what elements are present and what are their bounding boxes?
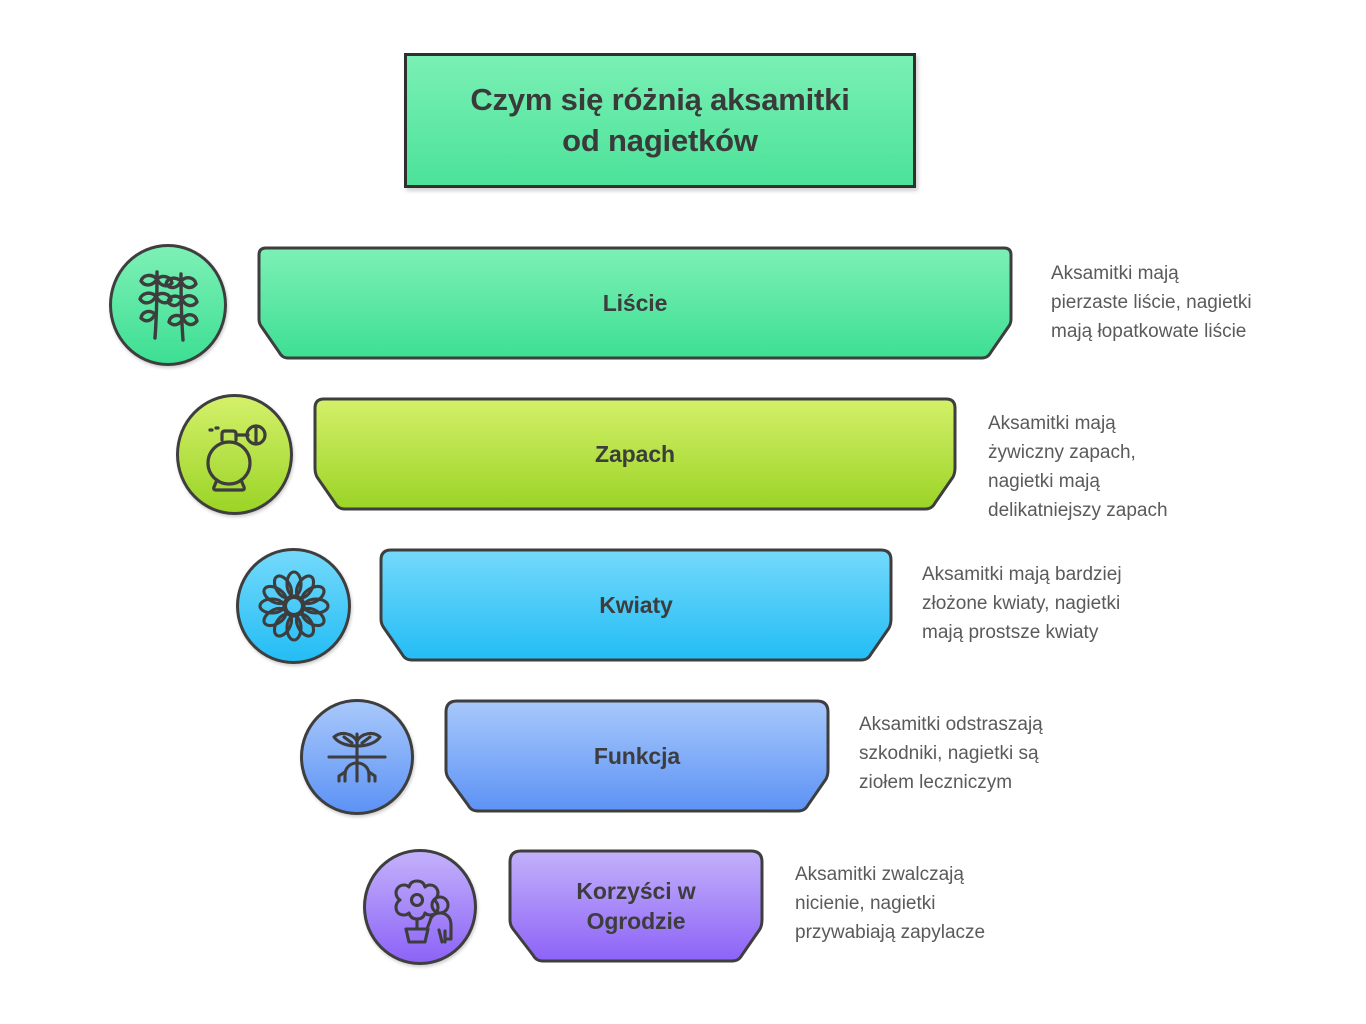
- row-icon-wrapper: [363, 849, 477, 965]
- funnel-label: Zapach: [595, 440, 675, 467]
- funnel-label: Liście: [602, 289, 668, 316]
- row-description: Aksamitki mają bardziej złożone kwiaty, …: [922, 564, 1122, 643]
- funnel-label: Korzyści w Ogrodzie: [576, 877, 696, 934]
- gardener-flowerpot-icon: [363, 849, 477, 965]
- row-icon-wrapper: [176, 394, 293, 515]
- seedling-roots-icon: [300, 699, 414, 815]
- funnel-segment[interactable]: Liście: [256, 245, 1014, 362]
- row-icon-wrapper: [236, 548, 351, 664]
- funnel-label: Funkcja: [593, 742, 681, 769]
- funnel-segment[interactable]: Funkcja: [443, 698, 831, 815]
- leaves-icon: [109, 244, 227, 366]
- row-description: Aksamitki zwalczają nicienie, nagietki p…: [795, 864, 986, 943]
- row-description: Aksamitki odstraszają szkodniki, nagietk…: [859, 714, 1043, 793]
- funnel-segment[interactable]: Korzyści w Ogrodzie: [507, 848, 765, 965]
- perfume-bottle-icon: [176, 394, 293, 515]
- funnel-label: Kwiaty: [599, 591, 673, 618]
- page-title: Czym się różnią aksamitki od nagietków: [404, 53, 916, 188]
- funnel-segment[interactable]: Zapach: [312, 396, 958, 513]
- flower-icon: [236, 548, 351, 664]
- page-title-text: Czym się różnią aksamitki od nagietków: [470, 81, 850, 158]
- row-icon-wrapper: [300, 699, 414, 815]
- row-description: Aksamitki mają żywiczny zapach, nagietki…: [988, 413, 1168, 521]
- row-icon-wrapper: [109, 244, 227, 366]
- row-description: Aksamitki mają pierzaste liście, nagietk…: [1051, 263, 1252, 342]
- funnel-segment[interactable]: Kwiaty: [378, 547, 894, 664]
